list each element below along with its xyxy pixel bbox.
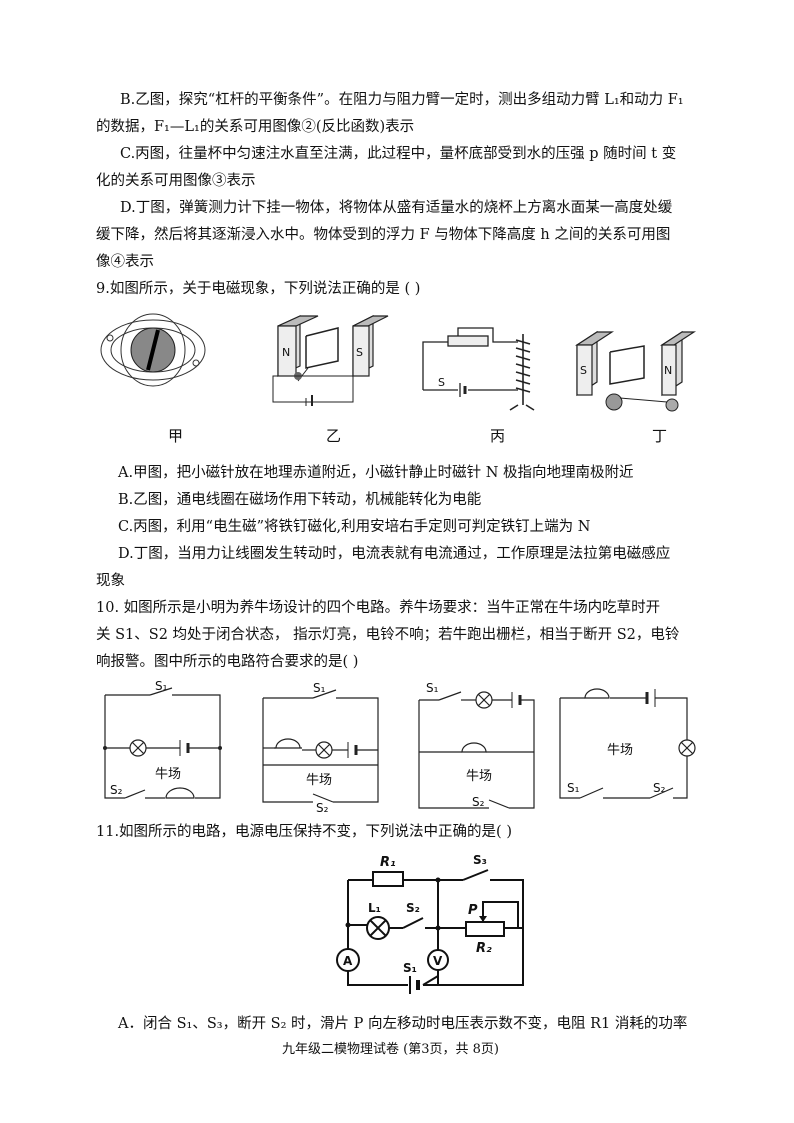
circuit-q11: R₁ S₃ L₁ S₂ P R₂ A V S₁ <box>336 853 524 994</box>
caption-ding: 丁 <box>652 427 668 445</box>
figure-bing-electromagnet: S <box>422 327 535 411</box>
yi-s-label: S <box>356 346 363 359</box>
figure-yi-motor: N S <box>272 315 389 406</box>
circuit-b: S₁ S₂ 牛场 <box>262 681 379 815</box>
circuit-a-s1-label: S₁ <box>155 679 168 693</box>
q8-option-b-line2: 的数据，F₁—L₁的关系可用图像②(反比函数)表示 <box>96 119 415 135</box>
q11-r1-label: R₁ <box>380 855 396 870</box>
q9-option-d-line1: D.丁图，当用力让线圈发生转动时，电流表就有电流通过，工作原理是法拉第电磁感应 <box>118 546 671 562</box>
ding-s-label: S <box>580 364 587 377</box>
q11-p-label: P <box>468 903 478 918</box>
yi-n-label: N <box>282 346 290 359</box>
page-footer: 九年级二模物理试卷 (第3页，共 8页) <box>282 1042 499 1057</box>
circuit-d-field-label: 牛场 <box>607 743 633 758</box>
q11-voltmeter-label: V <box>433 954 443 968</box>
caption-jia: 甲 <box>168 427 184 445</box>
q11-s2-label: S₂ <box>406 901 420 915</box>
circuit-d-s2-label: S₂ <box>653 781 666 795</box>
q8-option-d-line3: 像④表示 <box>96 254 154 270</box>
circuit-c-s1-label: S₁ <box>426 681 439 695</box>
ding-n-label: N <box>664 364 672 377</box>
q11-l1-label: L₁ <box>368 901 381 915</box>
caption-bing: 丙 <box>490 427 506 445</box>
circuit-b-s2-label: S₂ <box>316 801 329 815</box>
q8-option-c-line2: 化的关系可用图像③表示 <box>96 173 256 189</box>
circuit-b-s1-label: S₁ <box>313 681 326 695</box>
figure-jia-magnetic-field <box>100 313 206 387</box>
q9-option-d-line2: 现象 <box>96 573 125 589</box>
circuit-b-field-label: 牛场 <box>306 773 332 788</box>
q11-option-a: A．闭合 S₁、S₃，断开 S₂ 时，滑片 P 向左移动时电压表示数不变，电阻 … <box>118 1016 688 1032</box>
q8-option-c-line1: C.丙图，往量杯中匀速注水直至注满，此过程中，量杯底部受到水的压强 p 随时间 … <box>120 146 677 162</box>
q8-option-b-line1: B.乙图，探究“杠杆的平衡条件”。在阻力与阻力臂一定时，测出多组动力臂 L₁和动… <box>120 92 684 108</box>
q11-stem: 11.如图所示的电路，电源电压保持不变，下列说法中正确的是( ) <box>96 824 512 840</box>
q9-option-c: C.丙图，利用“电生磁”将铁钉磁化,利用安培右手定则可判定铁钉上端为 N <box>118 519 591 535</box>
figure-ding-generator: S N <box>574 330 697 412</box>
circuit-c: S₁ S₂ 牛场 <box>418 681 535 809</box>
circuit-d: S₁ S₂ 牛场 <box>559 688 696 799</box>
circuit-d-s1-label: S₁ <box>567 781 580 795</box>
q9-stem: 9.如图所示，关于电磁现象，下列说法正确的是 ( ) <box>96 281 421 297</box>
circuit-c-s2-label: S₂ <box>472 795 485 809</box>
q10-stem-line1: 10. 如图所示是小明为养牛场设计的四个电路。养牛场要求：当牛正常在牛场内吃草时… <box>96 600 661 616</box>
q11-r2-label: R₂ <box>476 941 492 956</box>
q11-s1-label: S₁ <box>403 961 417 975</box>
bing-switch-label: S <box>438 376 445 389</box>
q8-option-d-line2: 缓下降，然后将其逐渐浸入水中。物体受到的浮力 F 与物体下降高度 h 之间的关系… <box>96 227 671 243</box>
circuit-c-field-label: 牛场 <box>466 769 492 784</box>
q10-stem-line2: 关 S1、S2 均处于闭合状态， 指示灯亮，电铃不响；若牛跑出栅栏，相当于断开 … <box>96 627 680 643</box>
circuit-a: S₁ S₂ 牛场 <box>103 679 222 799</box>
q10-stem-line3: 响报警。图中所示的电路符合要求的是( ) <box>96 654 359 670</box>
q11-s3-label: S₃ <box>473 853 487 867</box>
circuit-a-s2-label: S₂ <box>110 783 123 797</box>
circuit-a-field-label: 牛场 <box>155 767 181 782</box>
q9-option-b: B.乙图，通电线圈在磁场作用下转动，机械能转化为电能 <box>118 492 482 508</box>
q8-option-d-line1: D.丁图，弹簧测力计下挂一物体，将物体从盛有适量水的烧杯上方离水面某一高度处缓 <box>120 200 673 216</box>
caption-yi: 乙 <box>326 427 342 445</box>
q9-option-a: A.甲图，把小磁针放在地理赤道附近，小磁针静止时磁针 N 极指向地理南极附近 <box>118 465 634 481</box>
q11-ammeter-label: A <box>343 954 353 968</box>
